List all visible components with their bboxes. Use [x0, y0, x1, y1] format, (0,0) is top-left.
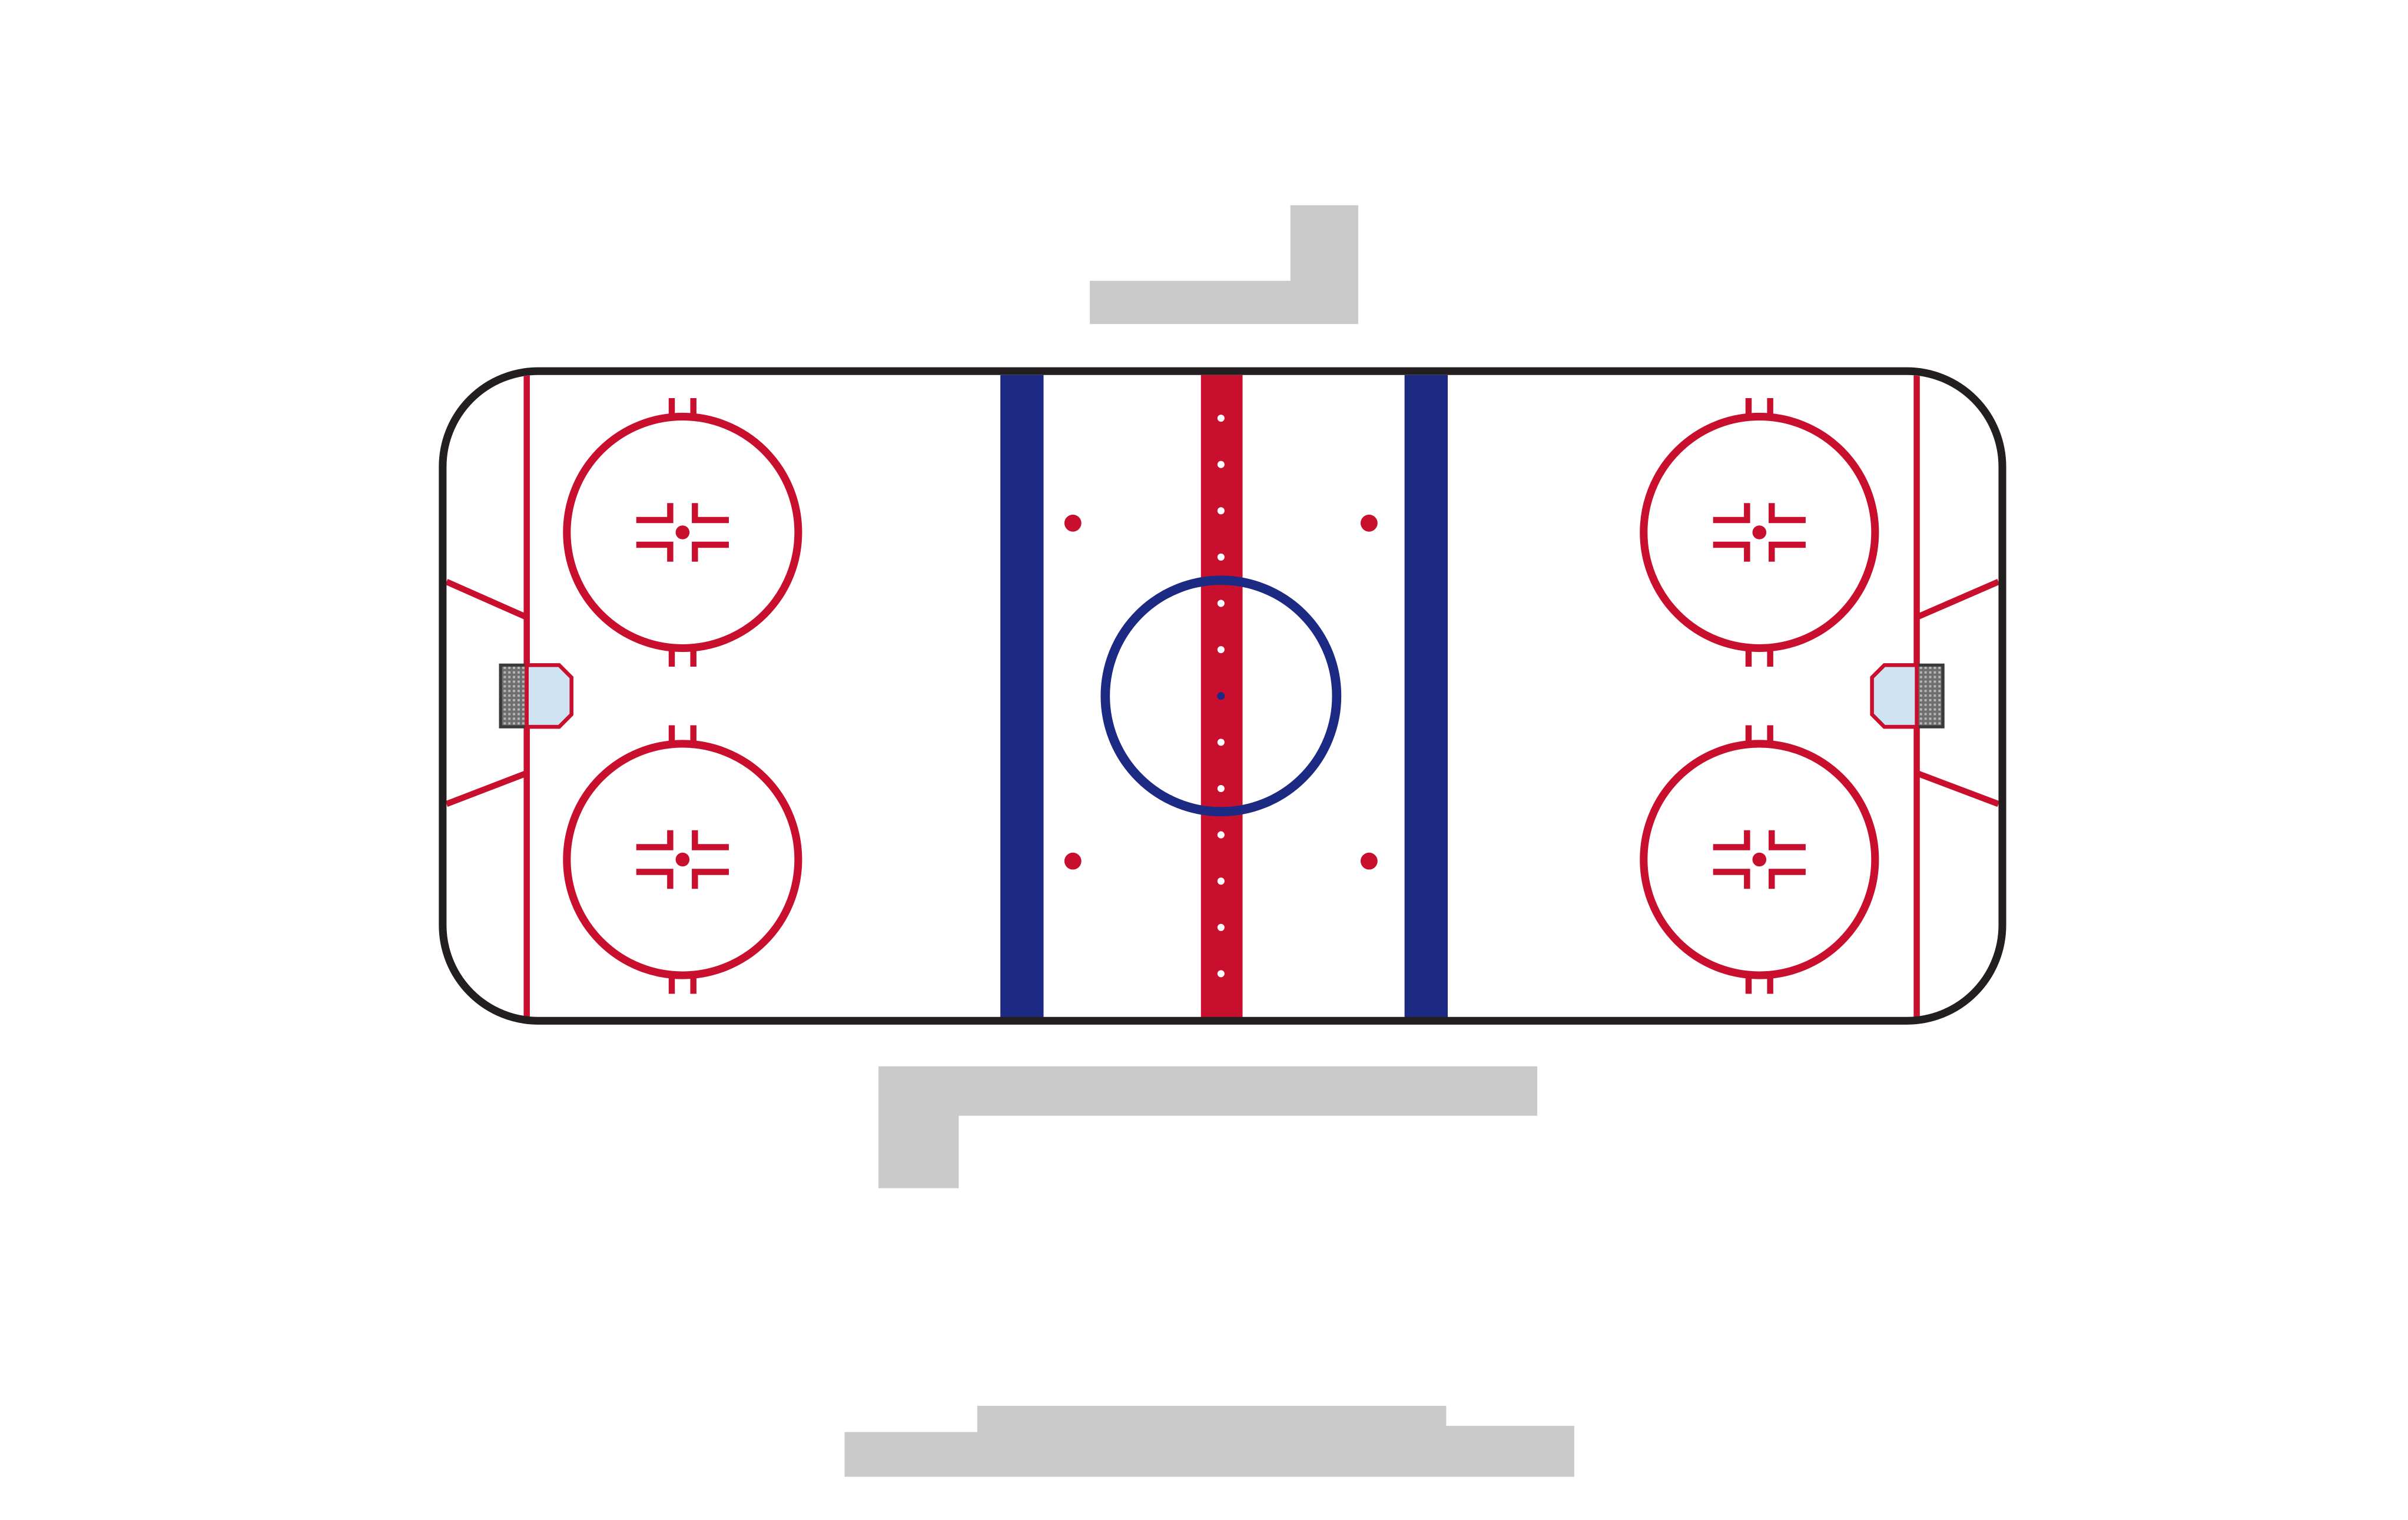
faceoff-l-marker [1769, 541, 1806, 562]
end-zone-faceoff-circles [563, 398, 1879, 994]
faceoff-l-marker [1769, 503, 1806, 524]
goal-right [1870, 663, 1945, 729]
bottom-placeholder-block [844, 1406, 1574, 1477]
neutral-zone-faceoff-spots [1064, 514, 1378, 870]
blue-line-right [1404, 375, 1448, 1019]
faceoff-l-marker [636, 503, 674, 524]
faceoff-l-marker [636, 541, 674, 562]
faceoff-l-marker [1713, 541, 1750, 562]
faceoff-l-marker [636, 869, 674, 889]
faceoff-spot [1752, 525, 1767, 539]
faceoff-spot [675, 525, 690, 539]
center-line-dot [1217, 970, 1225, 978]
faceoff-circle-right-top [1640, 398, 1879, 667]
rink-boards [439, 367, 2006, 1025]
neutral-spot-bottom-right [1360, 852, 1378, 870]
trapezoid-right [1915, 579, 1999, 807]
neutral-spot-top-left [1064, 514, 1082, 532]
faceoff-l-marker [692, 541, 729, 562]
middle-placeholder-block [878, 1066, 1537, 1188]
faceoff-l-marker [692, 503, 729, 524]
goal-left [499, 663, 573, 729]
center-line-dot [1217, 923, 1225, 931]
faceoff-circle-ring [563, 412, 802, 653]
center-line-dot [1217, 784, 1225, 793]
faceoff-circle-left-bottom [563, 725, 802, 994]
net-left [499, 663, 529, 728]
top-placeholder-block [1090, 205, 1359, 324]
goal-crease-left [525, 663, 573, 729]
center-line-dot [1217, 553, 1225, 561]
center-faceoff-circle [1100, 575, 1342, 817]
neutral-spot-top-right [1360, 514, 1378, 532]
faceoff-circle-ring [1640, 412, 1879, 653]
faceoff-circle-right-bottom [1640, 725, 1879, 994]
faceoff-spot [675, 852, 690, 867]
center-line-dot [1217, 461, 1225, 468]
faceoff-l-marker [1713, 503, 1750, 524]
faceoff-circle-left-top [563, 398, 802, 667]
center-line-dot [1217, 831, 1225, 839]
center-line-dot [1217, 739, 1225, 746]
center-line-dot [1217, 600, 1225, 607]
trapezoid-left [446, 579, 528, 807]
blue-line-left [1000, 375, 1044, 1019]
faceoff-l-marker [692, 869, 729, 889]
goal-crease-right [1870, 663, 1919, 729]
faceoff-spot [1752, 852, 1767, 867]
faceoff-l-marker [1769, 830, 1806, 850]
center-faceoff-spot [1217, 692, 1225, 700]
center-line-dot [1217, 877, 1225, 885]
net-right [1915, 663, 1945, 728]
faceoff-circle-ring [563, 740, 802, 979]
neutral-spot-bottom-left [1064, 852, 1082, 870]
center-line-dot [1217, 415, 1225, 422]
center-line-dot [1217, 507, 1225, 515]
faceoff-l-marker [1713, 869, 1750, 889]
center-line-dots [1217, 415, 1225, 978]
faceoff-l-marker [1769, 869, 1806, 889]
faceoff-l-marker [692, 830, 729, 850]
center-line-dot [1217, 646, 1225, 654]
faceoff-l-marker [636, 830, 674, 850]
faceoff-l-marker [1713, 830, 1750, 850]
faceoff-circle-ring [1640, 740, 1879, 979]
